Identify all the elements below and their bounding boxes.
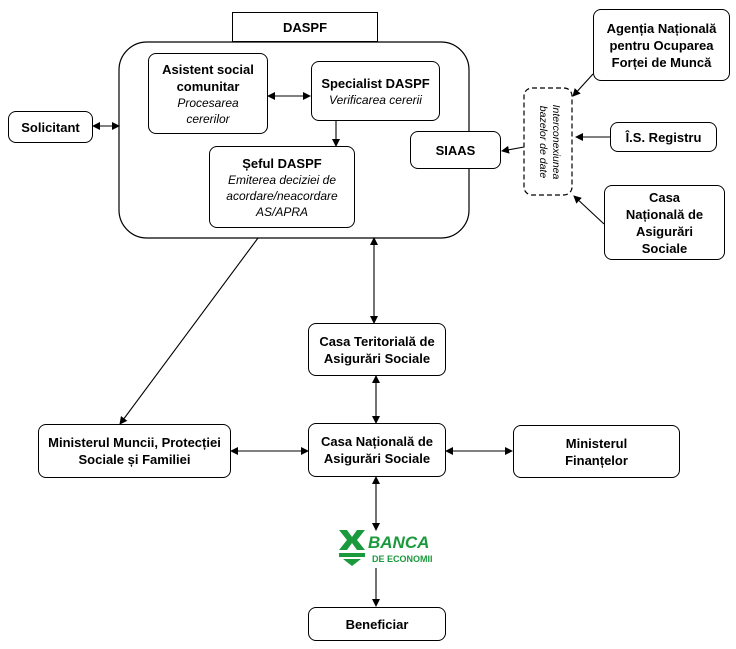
- anofm-box: Agenția Națională pentru Ocuparea Forței…: [593, 9, 730, 81]
- sef-title: Șeful DASPF: [242, 155, 322, 171]
- arrow-cnasright-interconexiune: [573, 195, 605, 225]
- banca-logo-line1: BANCA: [368, 533, 429, 552]
- banca-logo-line2: DE ECONOMII: [372, 554, 433, 564]
- ministerul-muncii-box: Ministerul Muncii, Protecției Sociale și…: [38, 424, 231, 478]
- arrow-anofm-interconexiune: [572, 73, 594, 97]
- ministerul-finantelor-title: Ministerul Finanțelor: [565, 435, 628, 468]
- specialist-box: Specialist DASPF Verificarea cererii: [311, 61, 440, 121]
- sef-task: Emiterea deciziei de acordare/neacordare…: [226, 172, 338, 219]
- arrow-interconexiune-siaas: [501, 145, 525, 154]
- cnas-right-box: Casa Națională de Asigurări Sociale: [604, 185, 725, 260]
- arrow-daspf-ministerul-muncii: [119, 237, 259, 425]
- banca-logo: BANCA DE ECONOMII: [339, 530, 433, 566]
- siaas-title: SIAAS: [435, 142, 476, 158]
- sef-box: Șeful DASPF Emiterea deciziei de acordar…: [209, 146, 355, 228]
- interconexiune-box: [523, 87, 573, 196]
- interconexiune-label: Interconexiunea bazelor de date: [537, 104, 562, 180]
- daspf-title-box: DASPF: [232, 12, 378, 42]
- banca-logo-mark-icon: [339, 530, 365, 566]
- ctas-box: Casa Teritorială de Asigurări Sociale: [308, 323, 446, 376]
- cnas-center-title: Casa Națională de Asigurări Sociale: [321, 434, 433, 466]
- registru-box: Î.S. Registru: [610, 122, 717, 152]
- solicitant-box: Solicitant: [8, 111, 93, 143]
- ctas-title: Casa Teritorială de Asigurări Sociale: [319, 333, 435, 366]
- registru-title: Î.S. Registru: [625, 129, 702, 145]
- daspf-title: DASPF: [282, 19, 328, 35]
- asistent-title: Asistent social comunitar: [162, 61, 254, 94]
- ministerul-muncii-title: Ministerul Muncii, Protecției Sociale și…: [48, 435, 221, 467]
- anofm-title: Agenția Națională pentru Ocuparea Forței…: [606, 20, 717, 70]
- solicitant-title: Solicitant: [21, 119, 80, 135]
- specialist-task: Verificarea cererii: [329, 92, 422, 107]
- asistent-task: Procesarea cererilor: [177, 95, 239, 126]
- beneficiar-box: Beneficiar: [308, 607, 446, 641]
- siaas-box: SIAAS: [410, 131, 501, 169]
- specialist-title: Specialist DASPF: [321, 75, 430, 91]
- cnas-center-box: Casa Națională de Asigurări Sociale: [308, 423, 446, 477]
- asistent-box: Asistent social comunitar Procesarea cer…: [148, 53, 268, 134]
- cnas-right-title: Casa Națională de Asigurări Sociale: [625, 189, 704, 256]
- ministerul-finantelor-box: Ministerul Finanțelor: [513, 425, 680, 478]
- beneficiar-title: Beneficiar: [345, 616, 409, 632]
